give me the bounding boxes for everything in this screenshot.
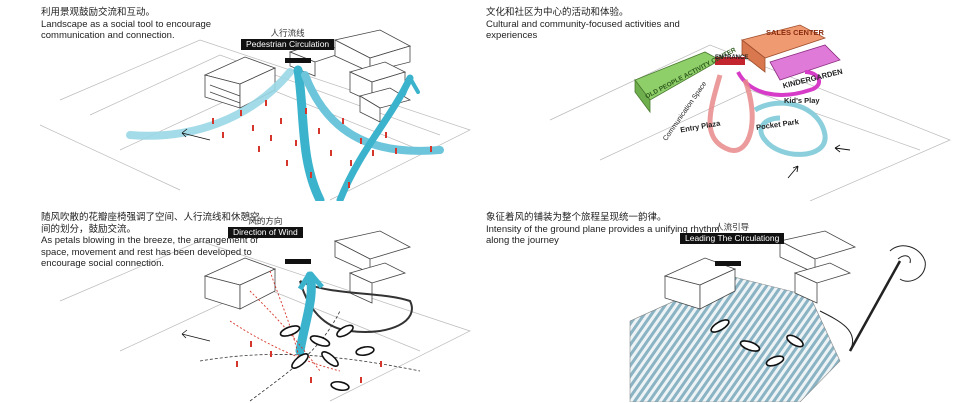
caption-english: Landscape as a social tool to encourage …: [41, 19, 261, 42]
caption-english: Cultural and community-focused activitie…: [486, 19, 716, 42]
tag-english: Direction of Wind: [228, 227, 303, 238]
panel-direction-of-wind: 随风吹散的花瓣座椅强调了空间、人行流线和休憩空间的划分，鼓励交流。 As pet…: [0, 201, 480, 402]
kids-play-label: Kid's Play: [784, 96, 820, 105]
entrance-bar: [285, 58, 311, 63]
entry-plaza-path: [710, 75, 752, 150]
leading-circulation-tag: 人流引导 Leading The Circulationg: [680, 223, 784, 244]
direction-of-wind-tag: 风的方向 Direction of Wind: [228, 217, 303, 238]
panel-leading-circulation: 象征着风的铺装为整个旅程呈现统一韵律。 Intensity of the gro…: [480, 201, 960, 402]
panel-activities: 文化和社区为中心的活动和体验。 Cultural and community-f…: [480, 0, 960, 201]
tag-chinese: 人行流线: [241, 29, 334, 39]
entrance-bar: [715, 261, 741, 266]
people-figures: [236, 341, 382, 383]
sales-center-label: SALES CENTER: [766, 28, 824, 37]
tag-chinese: 风的方向: [228, 217, 303, 227]
panel-1-caption: 利用景观鼓励交流和互动。 Landscape as a social tool …: [41, 7, 261, 42]
entrance-bar: [285, 259, 311, 264]
pedestrian-circulation-tag: 人行流线 Pedestrian Circulation: [241, 29, 334, 50]
caption-chinese: 文化和社区为中心的活动和体验。: [486, 7, 716, 19]
north-arrow: [182, 330, 210, 341]
caption-chinese: 象征着风的铺装为整个旅程呈现统一韵律。: [486, 212, 726, 224]
panel-2-caption: 文化和社区为中心的活动和体验。 Cultural and community-f…: [486, 7, 716, 42]
tag-english: Pedestrian Circulation: [241, 39, 334, 50]
caption-chinese: 利用景观鼓励交流和互动。: [41, 7, 261, 19]
tag-english: Leading The Circulationg: [680, 233, 784, 244]
tag-chinese: 人流引导: [680, 223, 784, 233]
caption-english: As petals blowing in the breeze, the arr…: [41, 235, 261, 270]
hand-drawing-illustration: [820, 246, 925, 351]
panel-pedestrian-circulation: 利用景观鼓励交流和互动。 Landscape as a social tool …: [0, 0, 480, 201]
entrance-label: ENTRANCE: [715, 55, 748, 61]
